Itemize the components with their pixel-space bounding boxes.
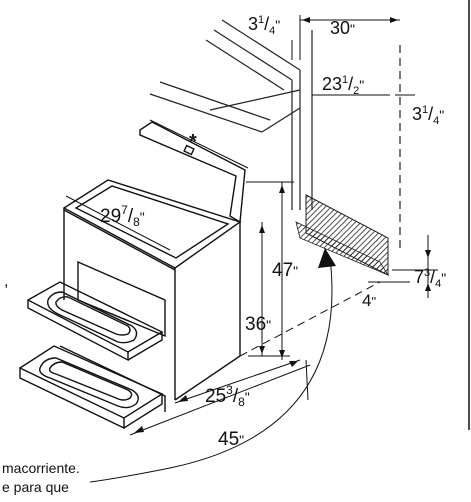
label-total-height: 47" [272,260,298,281]
label-floor-cutout-depth: 4" [362,291,376,310]
label-side-top-gap: 31/4" [248,14,280,37]
floor-cutout-hatch-front [295,221,389,276]
label-range-depth: 253/8" [205,383,250,409]
label-asterisk: * [189,131,197,153]
label-range-width: 297/8" [100,203,145,229]
dimension-lines [65,15,438,436]
caption-line-2: e para que [2,479,69,495]
label-side-right-gap: 31/4" [412,104,444,127]
label-cooktop-height: 36" [245,314,271,335]
leader-arrowhead [318,248,336,268]
caption-line-1: macorriente. [2,460,80,476]
upper-oven-door [26,281,164,362]
label-total-depth: 45" [218,429,244,450]
range-body [59,121,246,412]
leader-curve [89,257,333,483]
stray-mark: , [4,273,8,290]
label-cabinet-depth: 30" [330,18,355,38]
label-cabinet-inner-depth: 231/2" [322,74,364,97]
label-floor-cutout-height: 73/4" [414,267,446,290]
dimension-arrowheads [134,17,431,433]
cabinet-outline [149,19,301,210]
lower-oven-door [18,345,164,430]
